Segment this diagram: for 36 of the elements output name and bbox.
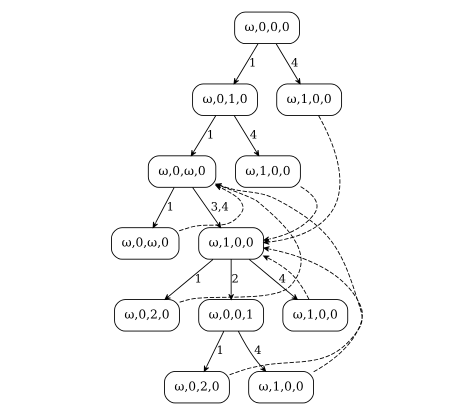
edge-label: 1	[166, 199, 174, 214]
arrow	[234, 43, 258, 84]
arrow	[164, 259, 214, 300]
node-box: ω,0,ω,0	[148, 155, 216, 188]
edge-label: 1	[249, 56, 256, 70]
node-box: ω,0,2,0	[164, 370, 230, 404]
node-box: ω,0,0,1	[198, 299, 264, 332]
node-box: ω,0,1,0	[192, 83, 258, 116]
node-box: ω,0,2,0	[114, 299, 180, 332]
node-box: ω,1,0,0	[198, 227, 264, 260]
arrow	[263, 186, 318, 242]
edge-label: 1	[194, 271, 202, 286]
node-box: ω,1,0,0	[235, 155, 301, 188]
arrow	[152, 187, 175, 228]
arrow	[263, 246, 363, 372]
edge-label: 4	[291, 56, 298, 70]
arrow	[228, 259, 234, 300]
edge-label: 4	[278, 271, 286, 286]
arrow	[204, 330, 224, 372]
edge-label: 3,4	[210, 199, 229, 214]
arrow	[276, 43, 301, 84]
node-box: ω,1,0,0	[282, 299, 348, 332]
edge-label: 1	[216, 343, 224, 358]
edge-label: 2	[231, 271, 239, 286]
arrow	[234, 115, 260, 156]
arrow	[238, 330, 266, 372]
edge-label: 1	[206, 128, 214, 142]
node-box: ω,1,0,0	[276, 83, 342, 116]
node-box: ω,0,ω,0	[111, 227, 180, 260]
arrow	[190, 115, 216, 156]
node-box: ω,0,0,0	[234, 12, 300, 44]
node-box: ω,1,0,0	[248, 370, 314, 404]
edge-label: 4	[250, 128, 258, 142]
arrow	[248, 259, 298, 300]
arrow	[263, 255, 310, 300]
edge-label: 4	[254, 343, 262, 358]
